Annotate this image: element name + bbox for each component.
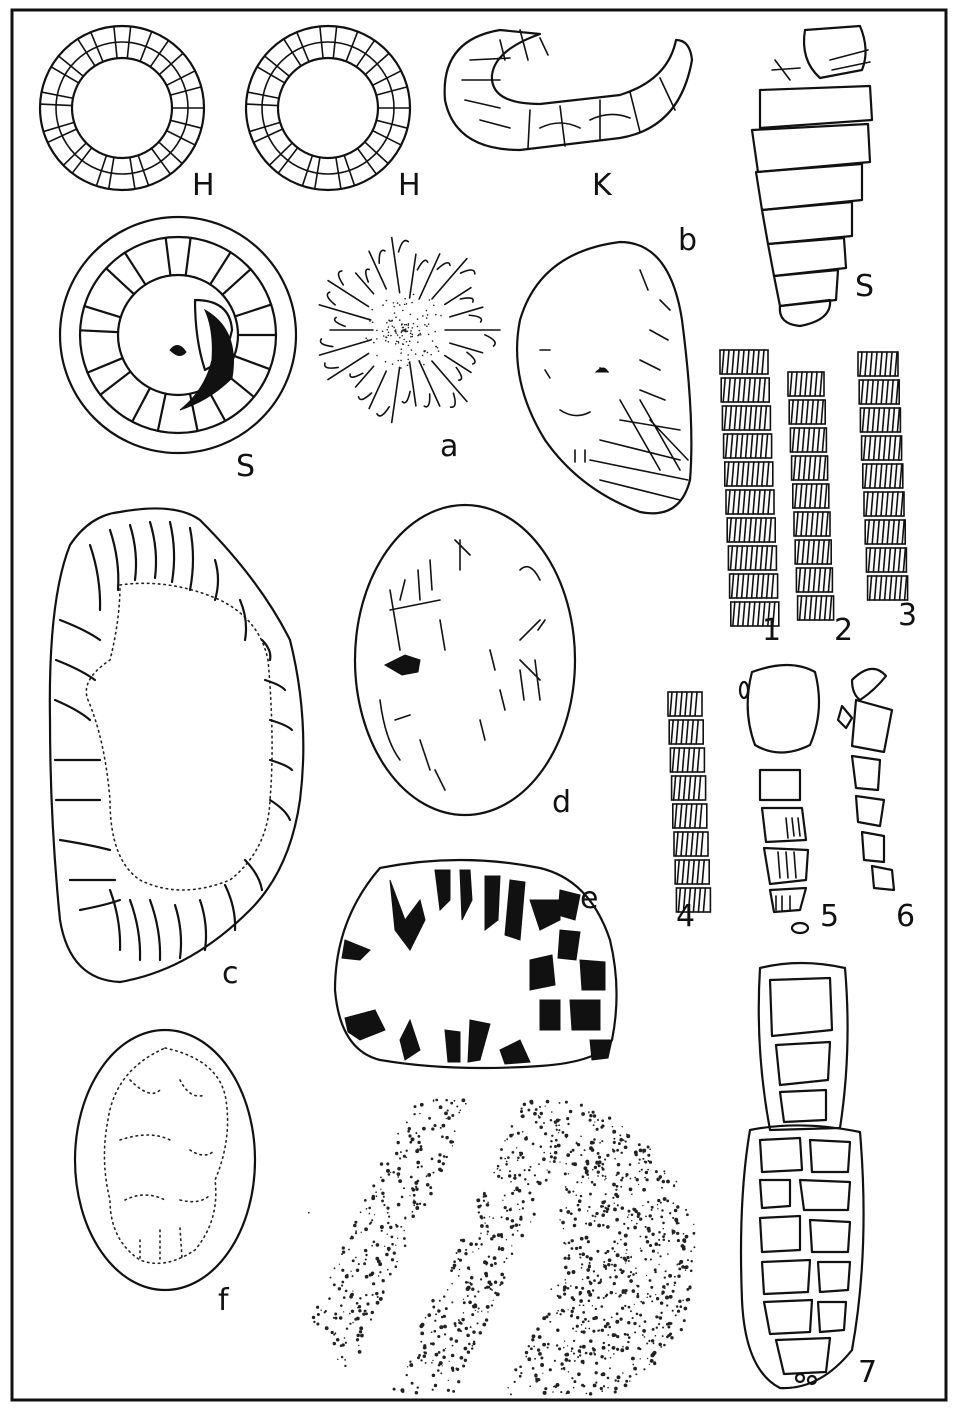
figure-4 bbox=[668, 692, 710, 912]
label-3: 3 bbox=[898, 598, 917, 633]
figure-s-coiled bbox=[60, 217, 296, 453]
label-d: d bbox=[552, 785, 571, 820]
label-s-coiled: S bbox=[236, 449, 255, 484]
figure-a bbox=[319, 238, 500, 423]
figure-k bbox=[445, 30, 692, 150]
label-e: e bbox=[580, 881, 598, 916]
label-5: 5 bbox=[820, 899, 839, 934]
label-h-left: H bbox=[192, 168, 215, 203]
label-1: 1 bbox=[762, 613, 781, 648]
figure-2 bbox=[788, 372, 834, 620]
figure-b bbox=[517, 242, 691, 513]
label-6: 6 bbox=[896, 899, 915, 934]
label-4: 4 bbox=[676, 899, 695, 934]
figure-c bbox=[50, 508, 304, 982]
figure-d bbox=[355, 505, 575, 815]
label-b: b bbox=[678, 223, 697, 258]
figure-s-top bbox=[752, 26, 872, 326]
label-7: 7 bbox=[858, 1355, 877, 1390]
figure-f bbox=[75, 1030, 255, 1290]
figure-6 bbox=[838, 669, 894, 890]
figure-h-left bbox=[40, 26, 204, 190]
figure-e bbox=[335, 860, 617, 1068]
label-c: c bbox=[222, 956, 239, 991]
label-s-top: S bbox=[855, 269, 874, 304]
label-k: K bbox=[592, 168, 613, 203]
label-2: 2 bbox=[834, 613, 853, 648]
figure-h-right bbox=[246, 26, 410, 190]
label-f: f bbox=[218, 1283, 230, 1318]
stippled-section bbox=[308, 1098, 695, 1395]
figure-3 bbox=[858, 352, 908, 600]
label-h-right: H bbox=[398, 168, 421, 203]
label-a: a bbox=[440, 429, 458, 464]
figure-5 bbox=[740, 665, 819, 933]
figure-1 bbox=[720, 350, 779, 626]
figure-7 bbox=[741, 963, 864, 1388]
plate-border bbox=[12, 10, 946, 1400]
